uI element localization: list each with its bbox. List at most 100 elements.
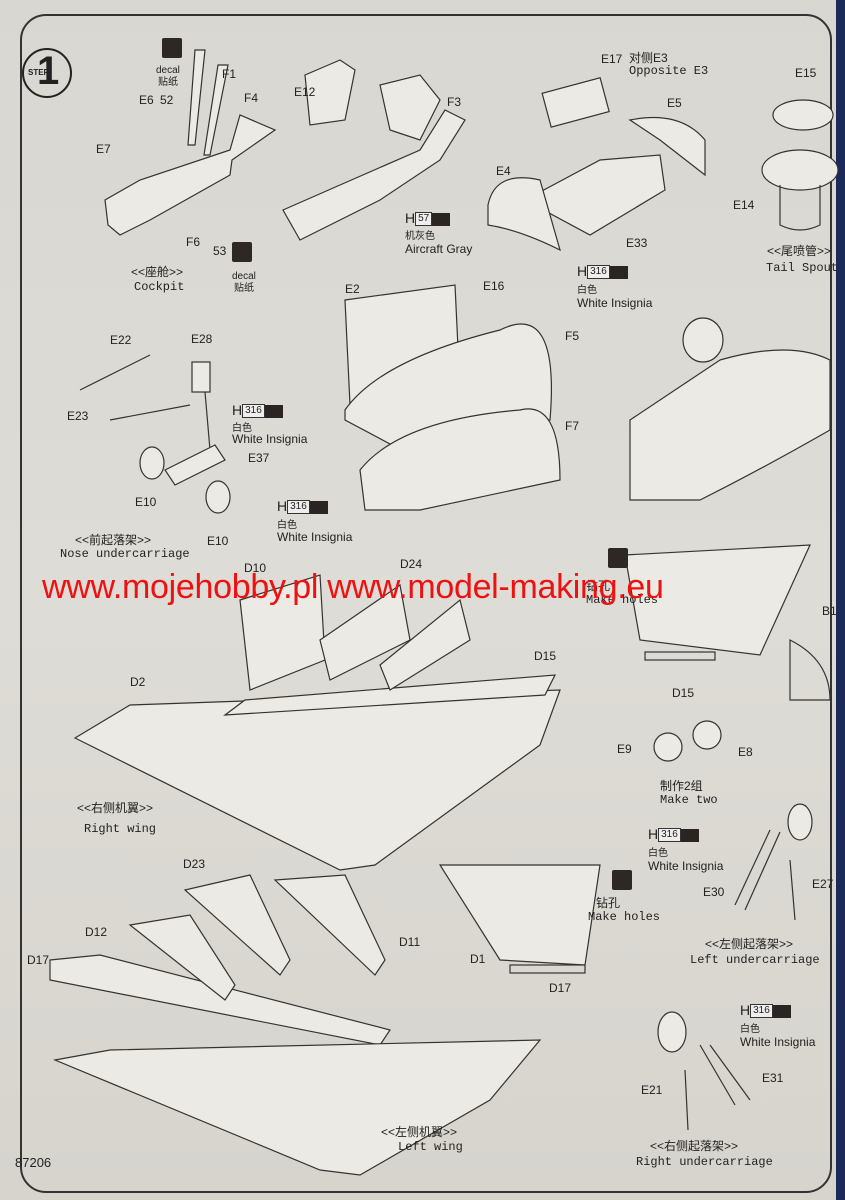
section-title-zh: <<前起落架>> [75, 533, 152, 547]
tail-spout-drawing [761, 99, 839, 231]
paint-name-zh: 白色 [577, 285, 597, 296]
paint-name-zh: 机灰色 [405, 231, 435, 242]
note-zh: 钻孔 [586, 579, 611, 593]
part-label: F4 [244, 91, 259, 105]
part-label: E10 [135, 495, 157, 509]
part-label: F1 [222, 67, 237, 81]
note-zh: 制作2组 [660, 779, 703, 793]
aft-fuselage-drawing [629, 317, 831, 501]
part-label: D12 [85, 925, 108, 939]
part-label: E21 [641, 1083, 663, 1097]
part-label: D15 [534, 649, 557, 663]
decal-number: 52 [160, 93, 174, 107]
cockpit-tub-drawing [104, 49, 466, 241]
engine-bay-drawing [487, 77, 706, 252]
part-label: E22 [110, 333, 132, 347]
part-label: E4 [496, 164, 511, 178]
part-label: D15 [672, 686, 695, 700]
part-label: F5 [565, 329, 580, 343]
part-label: E31 [762, 1071, 784, 1085]
decal-number: 53 [213, 244, 227, 258]
paint-name-zh: 白色 [277, 520, 297, 531]
paint-name-zh: 白色 [648, 848, 668, 859]
note: Make two [660, 793, 718, 807]
paint-name: White Insignia [577, 296, 653, 310]
paint-name: White Insignia [277, 530, 353, 544]
part-label: E5 [667, 96, 682, 110]
paint-name: White Insignia [740, 1035, 816, 1049]
watermark-text: www.mojehobby.pl www.model-making.eu [42, 568, 664, 606]
part-label: E12 [294, 85, 316, 99]
right-gear-drawing [657, 1011, 751, 1131]
drill-swatch [608, 548, 628, 568]
part-label: D17 [27, 953, 50, 967]
section-title: Right undercarriage [636, 1155, 773, 1169]
paint-name: White Insignia [648, 859, 724, 873]
part-label: E33 [626, 236, 648, 250]
part-label: E8 [738, 745, 753, 759]
page-number: 87206 [15, 1155, 52, 1170]
paint-name: White Insignia [232, 432, 308, 446]
part-label: E30 [703, 885, 725, 899]
part-label: E2 [345, 282, 360, 296]
section-title: Right wing [84, 822, 157, 836]
section-title-zh: <<左侧机翼>> [381, 1125, 458, 1139]
note: Make holes [586, 593, 659, 607]
part-label: F7 [565, 419, 580, 433]
part-label: E23 [67, 409, 89, 423]
section-title: Cockpit [134, 280, 185, 294]
part-label: E17 [601, 52, 623, 66]
part-label: E10 [207, 534, 229, 548]
part-label: D2 [130, 675, 146, 689]
decal-label: decal [232, 271, 256, 282]
part-label: E6 [139, 93, 154, 107]
section-title: Nose undercarriage [60, 547, 190, 561]
part-label: E7 [96, 142, 111, 156]
section-title-zh: <<右侧起落架>> [650, 1139, 739, 1153]
part-label: E15 [795, 66, 817, 80]
section-title: Tail Spout [766, 261, 839, 275]
part-label: D1 [470, 952, 486, 966]
note-zh: 钻孔 [596, 896, 621, 910]
part-label: E14 [733, 198, 755, 212]
holes-panel-upper-drawing [624, 544, 831, 762]
part-label: D11 [399, 935, 421, 949]
paint-name-zh: 白色 [232, 423, 252, 434]
page-edge [836, 0, 845, 1200]
part-label: F3 [447, 95, 462, 109]
paint-name-zh: 白色 [740, 1024, 760, 1035]
section-title-zh: <<右侧机翼>> [77, 801, 154, 815]
nose-gear-drawing [79, 354, 231, 514]
left-gear-drawing [734, 803, 813, 921]
fuselage-drawing [344, 284, 561, 511]
step-badge: 1 STEP [22, 48, 72, 98]
part-label: D17 [549, 981, 572, 995]
part-label: E16 [483, 279, 505, 293]
part-label: D23 [183, 857, 206, 871]
note-zh: 对侧E3 [629, 51, 668, 65]
step-frame [20, 14, 832, 1193]
decal-swatch [232, 242, 252, 262]
step-label: STEP [28, 68, 49, 77]
step-number: 1 [37, 49, 60, 93]
part-label: B1 [822, 604, 837, 618]
drill-swatch [612, 870, 632, 890]
decal-label: decal [156, 65, 180, 76]
section-title: Left wing [398, 1140, 463, 1154]
holes-panel-lower-drawing [438, 864, 601, 974]
part-label: D24 [400, 557, 423, 571]
part-label: E37 [248, 451, 270, 465]
left-wing-drawing [49, 874, 542, 1176]
decal-label-zh: 贴纸 [234, 283, 254, 294]
section-title-zh: <<尾喷管>> [767, 244, 832, 258]
part-label: E9 [617, 742, 632, 756]
section-title-zh: <<座舱>> [131, 265, 184, 279]
part-label: D10 [244, 561, 267, 575]
note: Opposite E3 [629, 64, 709, 78]
